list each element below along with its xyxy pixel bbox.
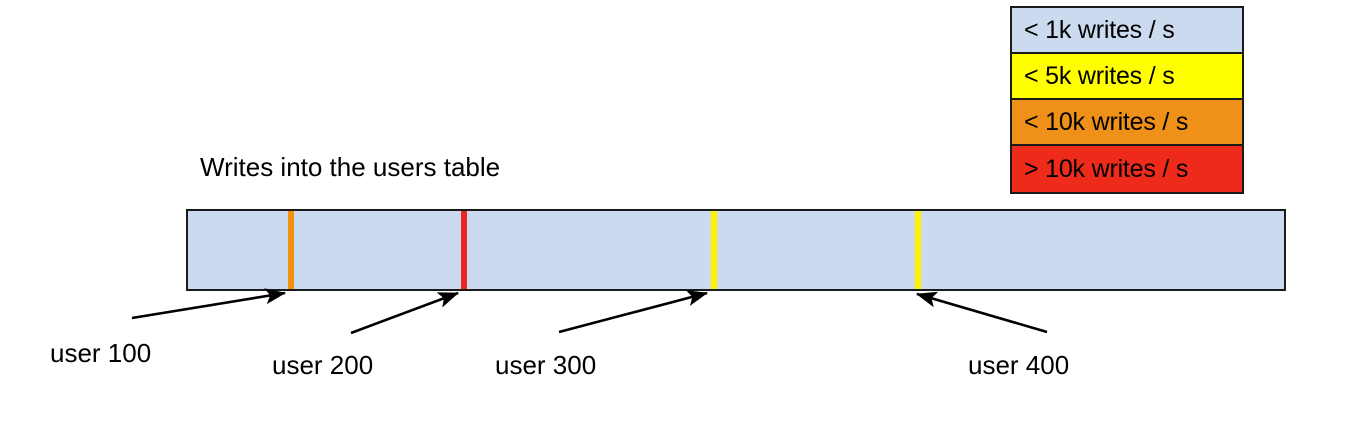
legend: < 1k writes / s < 5k writes / s < 10k wr… — [1010, 6, 1244, 194]
label-user-200: user 200 — [272, 350, 374, 380]
chart-title: Writes into the users table — [200, 152, 501, 182]
legend-label-gt-10k: > 10k writes / s — [1024, 154, 1189, 183]
label-user-400: user 400 — [968, 350, 1070, 380]
arrow-user-300 — [558, 290, 709, 334]
label-user-100: user 100 — [50, 338, 152, 368]
legend-label-lt-1k: < 1k writes / s — [1024, 15, 1175, 44]
marker-user-200 — [461, 211, 467, 289]
arrow-user-100 — [131, 288, 287, 320]
marker-user-300 — [711, 211, 717, 289]
marker-user-100 — [288, 211, 294, 289]
legend-label-lt-5k: < 5k writes / s — [1024, 61, 1175, 90]
users-table-bar — [186, 209, 1286, 291]
label-user-300: user 300 — [495, 350, 597, 380]
arrow-user-200 — [350, 291, 459, 335]
legend-label-lt-10k: < 10k writes / s — [1024, 107, 1189, 136]
arrow-user-400 — [916, 291, 1048, 334]
legend-row-gt-10k: > 10k writes / s — [1012, 146, 1242, 192]
legend-row-lt-5k: < 5k writes / s — [1012, 54, 1242, 100]
legend-row-lt-10k: < 10k writes / s — [1012, 100, 1242, 146]
legend-row-lt-1k: < 1k writes / s — [1012, 8, 1242, 54]
marker-user-400 — [915, 211, 921, 289]
